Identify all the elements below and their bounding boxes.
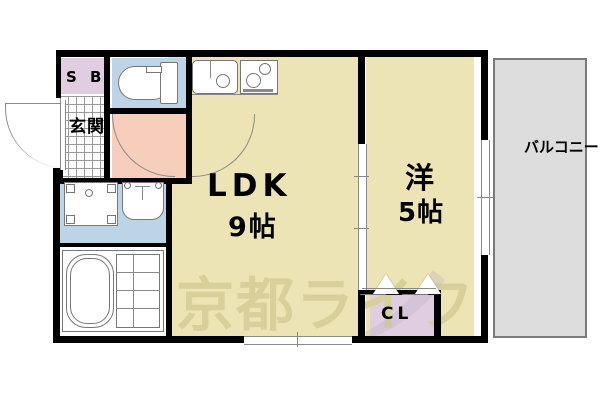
wall-balcony-top	[493, 58, 587, 60]
label-western-size: 5帖	[398, 198, 445, 228]
washer-corner-1	[66, 184, 75, 193]
window-ldk-bottom	[244, 336, 352, 345]
closet-door-base-left	[360, 294, 386, 295]
kitchen-faucet-icon	[210, 60, 211, 78]
basin-tap-left-icon	[124, 182, 131, 189]
bath-floor-line-2	[116, 290, 160, 291]
toilet-lever-icon	[146, 66, 162, 73]
wall-balcony-left	[493, 58, 495, 338]
kitchen-sink-drain-icon	[216, 74, 230, 88]
bath-floor-line-3	[116, 308, 160, 309]
bathtub-inner-icon	[70, 258, 110, 324]
closet-door-triangle-left[interactable]	[373, 274, 399, 294]
room-fill-closet	[370, 294, 436, 336]
window-ldk-marker	[297, 332, 298, 347]
stove-front-bar-icon	[243, 89, 273, 92]
stove-burner-2-icon	[259, 63, 271, 75]
basin-faucet-icon	[142, 186, 143, 200]
label-balcony: バルコニー	[524, 135, 599, 160]
balcony-door-marker	[477, 197, 493, 198]
bath-floor-line-v	[133, 254, 134, 328]
washer-corner-4	[107, 215, 116, 224]
wall-ldk-western-upper	[358, 56, 365, 144]
basin-tap-right-icon	[155, 182, 162, 189]
kitchen-sink-icon	[192, 60, 238, 94]
washer-corner-2	[107, 184, 116, 193]
sliding-door-ldk-western[interactable]	[358, 144, 367, 290]
wall-corridor-bottom	[58, 178, 192, 184]
wall-balcony-bottom	[493, 336, 587, 338]
wall-ldk-left-lower	[166, 246, 172, 343]
label-shoebox: S B	[66, 68, 106, 86]
wall-kitchen-back	[186, 50, 361, 56]
label-closet: CL	[381, 304, 413, 324]
stove-burner-1-icon	[246, 73, 261, 88]
room-fill-ldk-kitchen-strip	[280, 56, 358, 94]
bath-floor-line-1	[116, 272, 160, 273]
washing-machine-drain-icon	[85, 189, 93, 197]
basin-faucet-top-icon	[135, 186, 150, 187]
closet-door-rail	[362, 288, 436, 289]
room-fill-ldk	[168, 56, 358, 336]
kitchen-counter-edge	[192, 94, 278, 95]
wall-toilet-bottom	[104, 108, 192, 114]
wall-left-lower	[53, 178, 60, 343]
sliding-door-marker-2	[354, 228, 369, 229]
wall-ldk-left-upper	[186, 50, 192, 183]
closet-door-base-right	[402, 294, 428, 295]
label-ldk-name: LDK	[207, 168, 292, 204]
wall-genkan-right	[104, 50, 110, 183]
label-ldk-size: 9帖	[228, 212, 278, 243]
wall-ldk-western-lower	[358, 290, 365, 343]
wall-bath-divider	[58, 243, 168, 247]
closet-door-triangle-right[interactable]	[415, 274, 441, 294]
wall-left-upper	[56, 50, 61, 98]
room-fill-shoebox	[60, 58, 104, 94]
bath-floor-icon	[116, 254, 160, 328]
wall-closet-top	[358, 290, 441, 295]
label-western-name: 洋	[405, 161, 437, 195]
wall-balcony-right	[585, 58, 587, 338]
room-fill-balcony	[495, 60, 585, 336]
entrance-door-swing[interactable]	[5, 103, 66, 168]
room-fill-genkan	[60, 96, 104, 178]
label-genkan: 玄関	[69, 117, 105, 137]
toilet-tank-icon	[160, 62, 178, 104]
entrance-door-leaf[interactable]	[60, 100, 66, 170]
wall-entrance-jamb	[53, 168, 63, 180]
washer-corner-3	[66, 215, 75, 224]
wall-closet-right	[434, 290, 441, 343]
sliding-door-marker-1	[354, 176, 369, 177]
